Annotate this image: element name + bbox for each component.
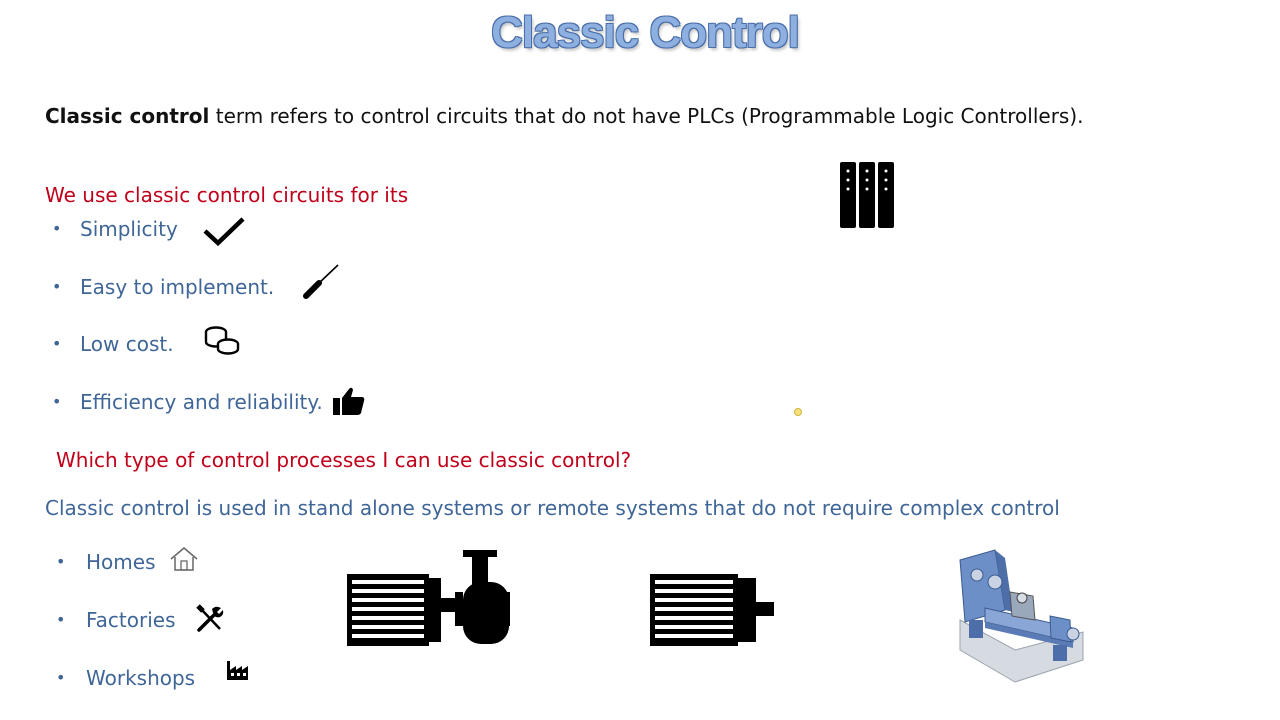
intro-bold-term: Classic control xyxy=(45,104,210,128)
reason-label: Low cost. xyxy=(80,332,174,356)
reason-label: Efficiency and reliability. xyxy=(80,390,323,414)
lathe-machine-icon xyxy=(959,549,1084,683)
tools-icon xyxy=(196,604,224,632)
thumbs-up-icon xyxy=(333,387,365,415)
intro-rest: term refers to control circuits that do … xyxy=(209,104,1084,128)
reason-label: Simplicity xyxy=(80,217,178,241)
use-label: Factories xyxy=(86,608,176,632)
intro-text: Classic control term refers to control c… xyxy=(45,104,1084,128)
reason-label: Easy to implement. xyxy=(80,275,275,299)
reasons-heading: We use classic control circuits for its xyxy=(45,183,409,207)
reason-item: •Simplicity xyxy=(52,217,178,241)
checkmark-icon xyxy=(203,217,245,247)
reason-item: •Efficiency and reliability. xyxy=(52,390,323,414)
use-label: Workshops xyxy=(86,666,196,690)
screwdriver-icon xyxy=(303,264,339,299)
use-label: Homes xyxy=(86,550,156,574)
question-text: Which type of control processes I can us… xyxy=(56,448,632,472)
reason-item: •Low cost. xyxy=(52,332,174,356)
slide-title: Classic Control xyxy=(491,8,800,57)
answer-text: Classic control is used in stand alone s… xyxy=(45,496,1060,520)
use-item: •Homes xyxy=(56,550,156,574)
cursor-indicator xyxy=(794,408,802,416)
server-rack-icon xyxy=(840,162,894,228)
use-item: •Workshops xyxy=(56,666,196,690)
electric-motor-icon xyxy=(650,574,774,646)
house-icon xyxy=(170,547,198,571)
motor-pump-icon xyxy=(347,550,510,646)
reason-item: •Easy to implement. xyxy=(52,275,275,299)
factory-icon xyxy=(227,661,248,680)
use-item: •Factories xyxy=(56,608,176,632)
coins-icon xyxy=(204,326,240,355)
